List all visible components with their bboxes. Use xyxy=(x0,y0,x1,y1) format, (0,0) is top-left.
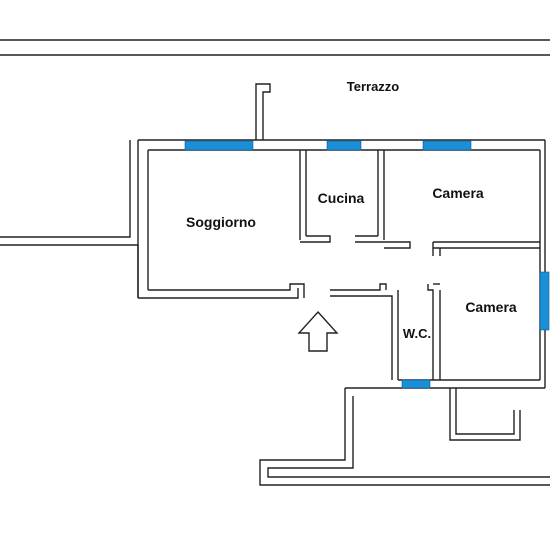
window-cucina xyxy=(326,140,362,151)
window-camera-2 xyxy=(539,271,550,331)
up-arrow-icon xyxy=(297,310,339,352)
lower-balcony xyxy=(259,388,550,486)
label-terrazzo: Terrazzo xyxy=(347,79,400,94)
windows xyxy=(184,140,550,389)
left-boundary-wall xyxy=(0,140,139,298)
label-cucina: Cucina xyxy=(318,190,365,206)
label-camera-2: Camera xyxy=(465,299,517,315)
outer-walls xyxy=(137,139,546,388)
window-wc xyxy=(401,379,431,389)
window-camera-1 xyxy=(422,140,472,151)
terrace-boundary xyxy=(0,39,550,56)
terrace-vent xyxy=(255,83,271,140)
label-wc: W.C. xyxy=(403,326,431,341)
label-camera-1: Camera xyxy=(432,185,484,201)
window-soggiorno xyxy=(184,140,254,151)
label-soggiorno: Soggiorno xyxy=(186,214,256,230)
interior-walls xyxy=(299,150,545,389)
